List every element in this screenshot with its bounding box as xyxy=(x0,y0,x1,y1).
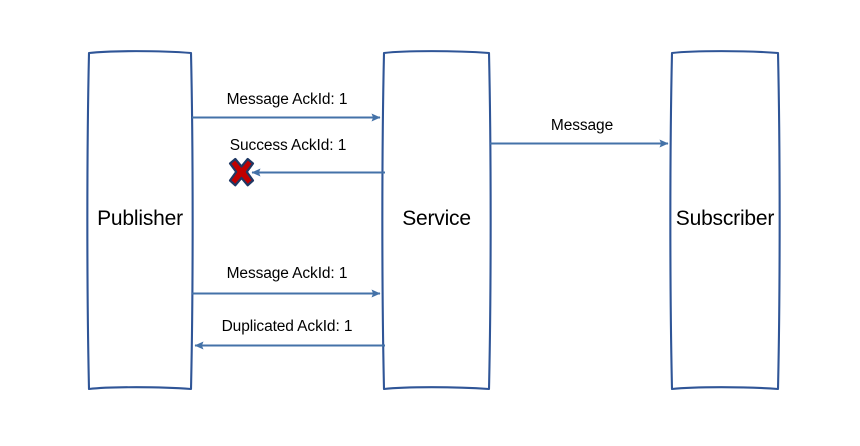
message-label-msg4: Message AckId: 1 xyxy=(226,265,348,282)
participant-box-subscriber[interactable] xyxy=(669,50,781,391)
participant-box-publisher[interactable] xyxy=(86,50,194,391)
participant-label-service: Service xyxy=(402,207,471,230)
participant-label-publisher: Publisher xyxy=(97,207,183,230)
message-label-msg3: Message xyxy=(550,117,614,134)
participant-label-subscriber: Subscriber xyxy=(675,207,775,230)
message-label-msg5: Duplicated AckId: 1 xyxy=(221,318,353,335)
message-label-msg2: Success AckId: 1 xyxy=(229,137,347,154)
message-label-msg1: Message AckId: 1 xyxy=(226,91,348,108)
red-x-icon xyxy=(228,157,255,187)
participant-box-service[interactable] xyxy=(381,50,492,391)
